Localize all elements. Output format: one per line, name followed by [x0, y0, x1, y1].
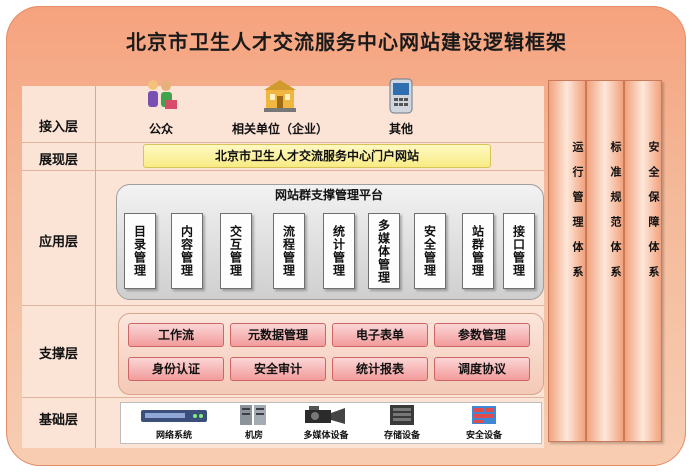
module-label: 统计管理 — [331, 225, 346, 277]
support-item-audit: 安全审计 — [230, 357, 326, 381]
building-icon — [264, 80, 296, 112]
support-item-workflow: 工作流 — [128, 323, 224, 347]
divider-application — [22, 305, 544, 306]
people-icon — [148, 80, 177, 109]
support-item-scheduling: 调度协议 — [434, 357, 530, 381]
storage-icon — [390, 405, 414, 425]
infra-multimedia: 多媒体设备 — [294, 404, 358, 441]
divider-presentation — [22, 170, 544, 171]
infra-label: 存储设备 — [383, 431, 420, 441]
server-rack-icon — [240, 405, 266, 425]
module-security: 安全管理 — [414, 213, 446, 289]
support-item-reports: 统计报表 — [332, 357, 428, 381]
infra-datacenter: 机房 — [234, 404, 274, 441]
module-label: 交互管理 — [228, 225, 243, 277]
module-label: 多媒体管理 — [376, 218, 391, 284]
module-statistics: 统计管理 — [323, 213, 355, 289]
module-label: 站群管理 — [470, 225, 485, 277]
infra-label: 网络系统 — [155, 431, 192, 441]
pillar-label: 运行管理体系 — [571, 141, 584, 291]
phone-icon — [389, 78, 413, 114]
layer-label-access: 接入层 — [38, 120, 78, 135]
actor-organization: 相关单位（企业） — [220, 76, 340, 137]
layer-label-support: 支撑层 — [38, 347, 78, 362]
support-item-metadata: 元数据管理 — [230, 323, 326, 347]
support-item-parameters: 参数管理 — [434, 323, 530, 347]
module-label: 安全管理 — [422, 225, 437, 277]
pillar-operations-management: 运行管理体系 — [548, 80, 586, 442]
pillar-security-assurance: 安全保障体系 — [624, 80, 662, 442]
module-multimedia: 多媒体管理 — [368, 213, 400, 289]
module-label: 接口管理 — [511, 225, 526, 277]
actor-other: 其他 — [378, 76, 424, 137]
infra-storage: 存储设备 — [374, 404, 430, 441]
divider-support — [22, 397, 544, 398]
infra-network: 网络系统 — [134, 404, 214, 441]
infra-label: 多媒体设备 — [303, 431, 349, 441]
label-divider — [95, 86, 96, 448]
support-item-authentication: 身份认证 — [128, 357, 224, 381]
diagram-title: 北京市卫生人才交流服务中心网站建设逻辑框架 — [126, 30, 567, 54]
infra-label: 机房 — [244, 431, 263, 441]
pillar-label: 安全保障体系 — [647, 141, 660, 291]
camera-icon — [305, 406, 345, 424]
divider-access — [22, 142, 544, 143]
support-item-eform: 电子表单 — [332, 323, 428, 347]
firewall-icon — [472, 406, 496, 424]
actor-label: 公众 — [148, 122, 173, 136]
module-workflow: 流程管理 — [273, 213, 305, 289]
module-content: 内容管理 — [171, 213, 203, 289]
module-site-group: 站群管理 — [462, 213, 494, 289]
portal-website-bar: 北京市卫生人才交流服务中心门户网站 — [143, 144, 491, 168]
actor-label: 其他 — [388, 122, 413, 136]
module-interface: 接口管理 — [503, 213, 535, 289]
pillar-label: 标准规范体系 — [609, 141, 622, 291]
platform-title: 网站群支撑管理平台 — [274, 188, 383, 202]
infra-label: 安全设备 — [465, 431, 502, 441]
pillar-standards: 标准规范体系 — [586, 80, 624, 442]
layer-label-infrastructure: 基础层 — [38, 413, 78, 428]
module-label: 内容管理 — [179, 225, 194, 277]
infrastructure-panel — [120, 402, 542, 444]
module-label: 流程管理 — [281, 225, 296, 277]
actor-public: 公众 — [136, 76, 186, 137]
module-interaction: 交互管理 — [220, 213, 252, 289]
layer-label-application: 应用层 — [38, 235, 78, 250]
actor-label: 相关单位（企业） — [231, 122, 328, 136]
module-catalog: 目录管理 — [124, 213, 156, 289]
infra-security: 安全设备 — [452, 404, 516, 441]
network-switch-icon — [141, 410, 207, 422]
layer-label-presentation: 展现层 — [38, 153, 78, 168]
module-label: 目录管理 — [132, 225, 147, 277]
